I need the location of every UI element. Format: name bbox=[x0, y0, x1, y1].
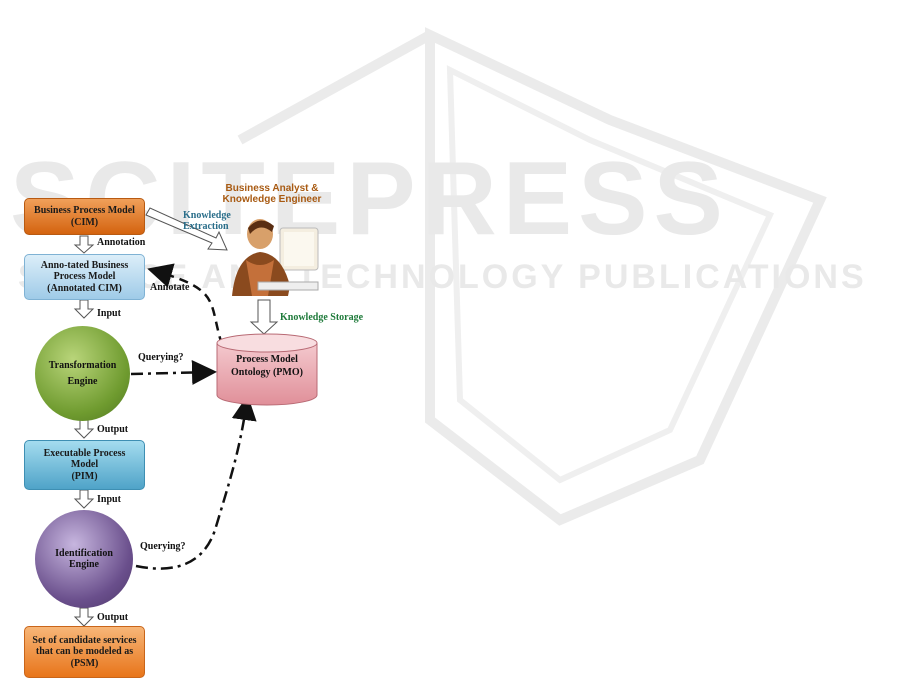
identification-engine-circle: Identification Engine bbox=[35, 510, 133, 608]
input-label-1: Input bbox=[97, 308, 121, 319]
candidate-services-box: Set of candidate services that can be mo… bbox=[24, 626, 145, 678]
output-label-2: Output bbox=[97, 612, 129, 623]
annotate-label: Annotate bbox=[150, 282, 190, 293]
transformation-engine-circle: Transformation Engine bbox=[35, 326, 130, 421]
annotated-business-process-model-box: Anno-tated Business Process Model (Annot… bbox=[24, 254, 145, 300]
business-analyst-figure bbox=[218, 200, 328, 300]
business-analyst-label: Business Analyst & Knowledge Engineer bbox=[222, 183, 322, 205]
analyst-icon bbox=[232, 219, 319, 296]
querying-label-2: Querying? bbox=[140, 541, 186, 552]
knowledge-storage-label: Knowledge Storage bbox=[280, 312, 364, 323]
process-model-ontology-cylinder: Process Model Ontology (PMO) bbox=[216, 333, 318, 406]
executable-process-model-box: Executable Process Model (PIM) bbox=[24, 440, 145, 490]
querying-label-1: Querying? bbox=[138, 352, 184, 363]
input-label-2: Input bbox=[97, 494, 121, 505]
pmo-label: Process Model Ontology (PMO) bbox=[231, 354, 303, 378]
annotation-label: Annotation bbox=[97, 237, 146, 248]
business-process-model-box: Business Process Model (CIM) bbox=[24, 198, 145, 235]
cylinder-shape bbox=[216, 333, 318, 406]
knowledge-extraction-label: Knowledge Extraction bbox=[183, 210, 231, 232]
output-label-1: Output bbox=[97, 424, 129, 435]
